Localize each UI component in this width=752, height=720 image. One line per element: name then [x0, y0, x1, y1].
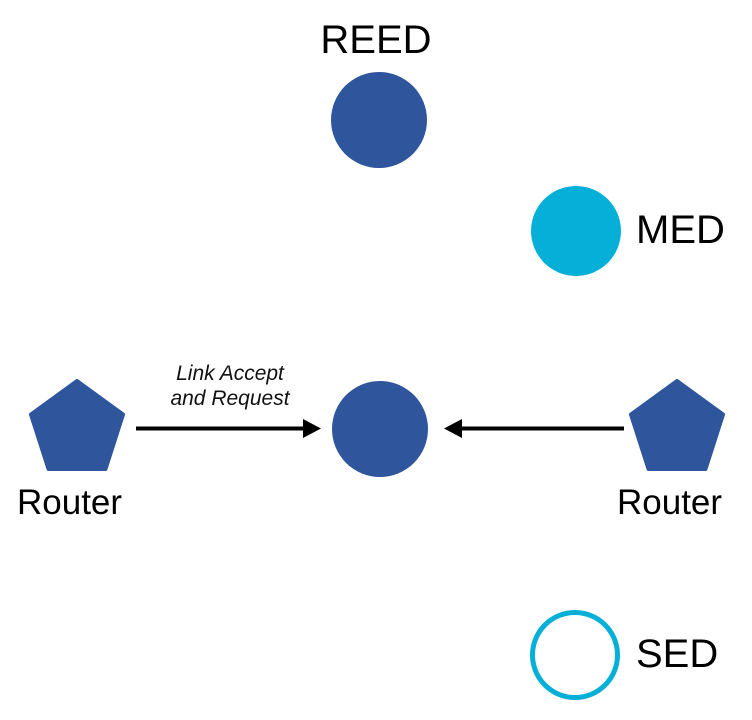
node-center-circle[interactable] — [332, 381, 428, 477]
node-med-circle[interactable] — [531, 186, 621, 276]
node-sed-circle[interactable] — [530, 610, 620, 700]
node-label-router-right: Router — [617, 483, 723, 522]
edge-label-link-accept-and-request: Link Accept and Request — [138, 362, 322, 412]
node-router-left-pentagon[interactable] — [29, 379, 125, 471]
node-reed-circle[interactable] — [331, 72, 427, 168]
edge-label-line-1: Link Accept — [176, 362, 284, 385]
node-label-router-left: Router — [17, 483, 123, 522]
node-label-med: MED — [636, 208, 725, 252]
edge-label-line-2: and Request — [170, 386, 290, 410]
node-label-reed: REED — [320, 18, 432, 62]
pentagon-shape-icon — [629, 379, 725, 471]
node-label-sed: SED — [636, 632, 719, 676]
node-router-right-pentagon[interactable] — [629, 379, 725, 471]
pentagon-shape-icon — [29, 379, 125, 471]
